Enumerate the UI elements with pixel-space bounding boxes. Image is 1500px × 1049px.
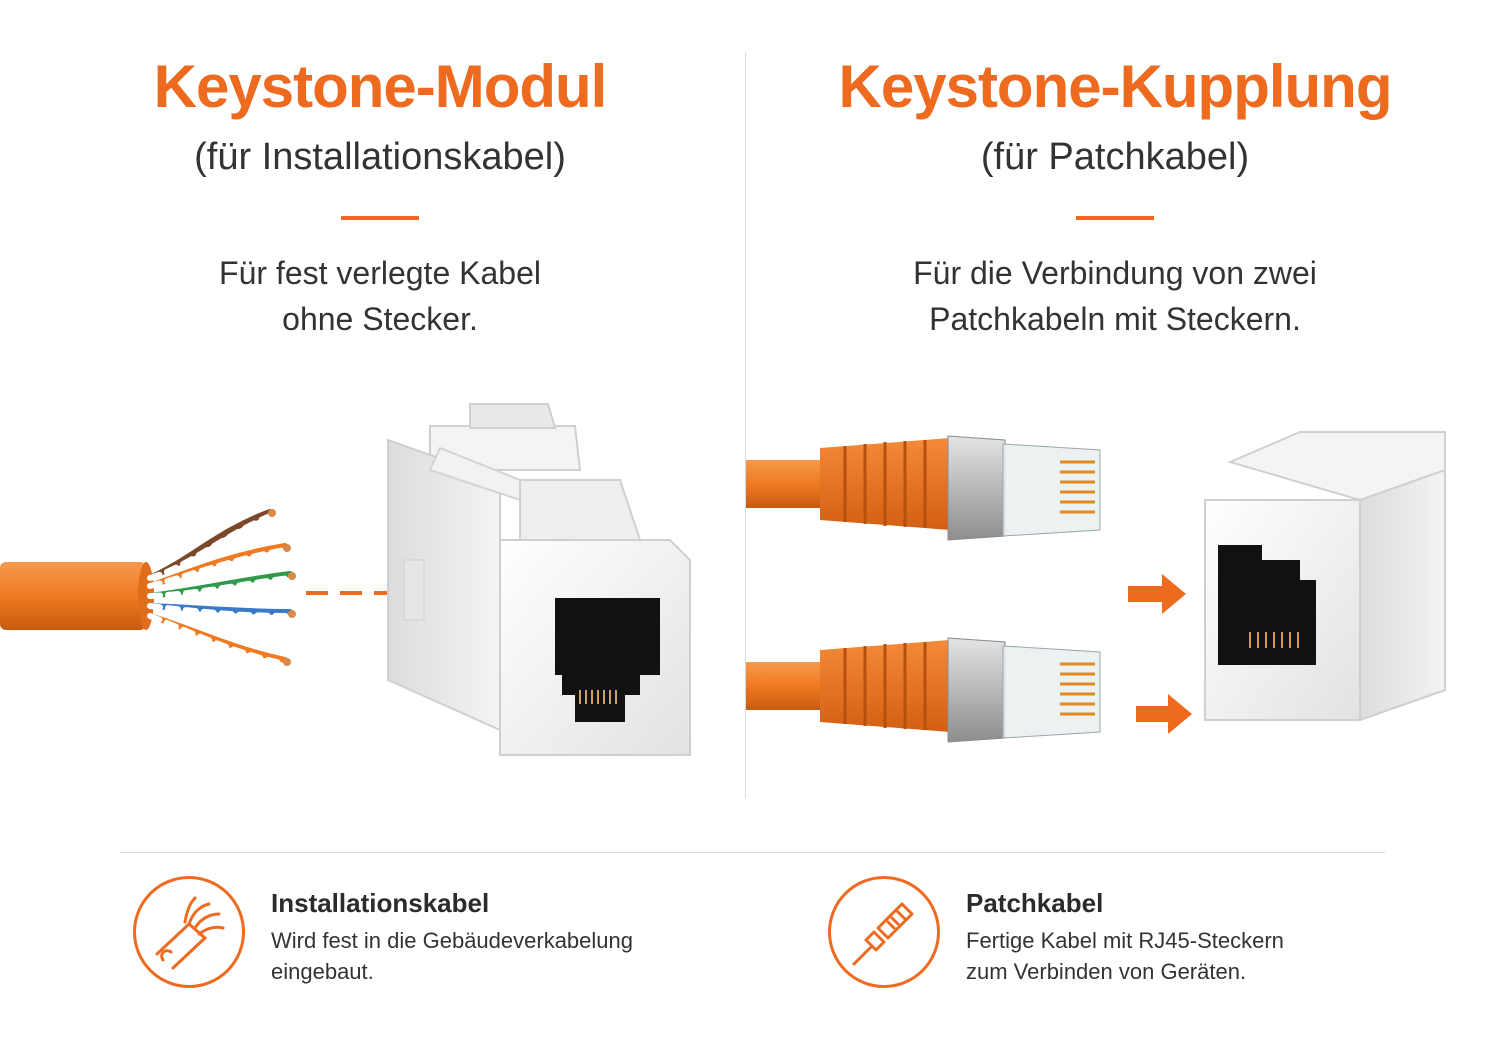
vertical-divider bbox=[745, 52, 746, 798]
rj45-plug-icon bbox=[828, 876, 940, 988]
patch-cable-top bbox=[746, 435, 1101, 541]
arrow-right-icon bbox=[1128, 574, 1186, 614]
illustration-area bbox=[0, 403, 1446, 756]
left-column: Keystone-Modul (für Installationskabel) … bbox=[10, 0, 750, 360]
cable-wires-icon bbox=[133, 876, 245, 988]
insert-arrows bbox=[1128, 574, 1192, 734]
left-accent-rule bbox=[341, 216, 419, 220]
legend-description: Wird fest in die Gebäudeverkabelung eing… bbox=[271, 925, 701, 987]
legend-desc-line2: eingebaut. bbox=[271, 959, 374, 984]
left-description: Für fest verlegte Kabel ohne Stecker. bbox=[10, 250, 750, 342]
legend-desc-line2: zum Verbinden von Geräten. bbox=[966, 959, 1247, 984]
left-desc-line1: Für fest verlegte Kabel bbox=[219, 255, 541, 291]
legend-desc-line1: Wird fest in die Gebäudeverkabelung bbox=[271, 928, 633, 953]
right-accent-rule bbox=[1076, 216, 1154, 220]
right-desc-line1: Für die Verbindung von zwei bbox=[913, 255, 1317, 291]
patch-cable-bottom bbox=[746, 637, 1101, 743]
keystone-module-illustration bbox=[387, 403, 691, 756]
legend-description: Fertige Kabel mit RJ45-Steckern zum Verb… bbox=[966, 925, 1396, 987]
right-subtitle: (für Patchkabel) bbox=[980, 136, 1250, 178]
twisted-wires bbox=[147, 509, 293, 667]
left-subtitle: (für Installationskabel) bbox=[194, 136, 566, 178]
keystone-coupler-illustration bbox=[1204, 431, 1446, 722]
right-title: Keystone-Kupplung bbox=[838, 53, 1393, 120]
legend-patchkabel: Patchkabel Fertige Kabel mit RJ45-Stecke… bbox=[828, 876, 1396, 988]
legend-title: Installationskabel bbox=[271, 888, 490, 918]
legend-installationskabel: Installationskabel Wird fest in die Gebä… bbox=[133, 876, 701, 988]
right-column: Keystone-Kupplung (für Patchkabel) Für d… bbox=[745, 0, 1485, 360]
right-desc-line2: Patchkabeln mit Steckern. bbox=[929, 301, 1301, 337]
legend-title: Patchkabel bbox=[966, 888, 1104, 918]
horizontal-divider bbox=[120, 852, 1385, 853]
arrow-right-icon bbox=[1136, 694, 1192, 734]
legend-desc-line1: Fertige Kabel mit RJ45-Steckern bbox=[966, 928, 1284, 953]
right-description: Für die Verbindung von zwei Patchkabeln … bbox=[745, 250, 1485, 342]
left-title: Keystone-Modul bbox=[153, 53, 608, 120]
left-desc-line2: ohne Stecker. bbox=[282, 301, 478, 337]
cable-jacket bbox=[0, 562, 146, 630]
installation-cable-illustration bbox=[0, 509, 404, 667]
